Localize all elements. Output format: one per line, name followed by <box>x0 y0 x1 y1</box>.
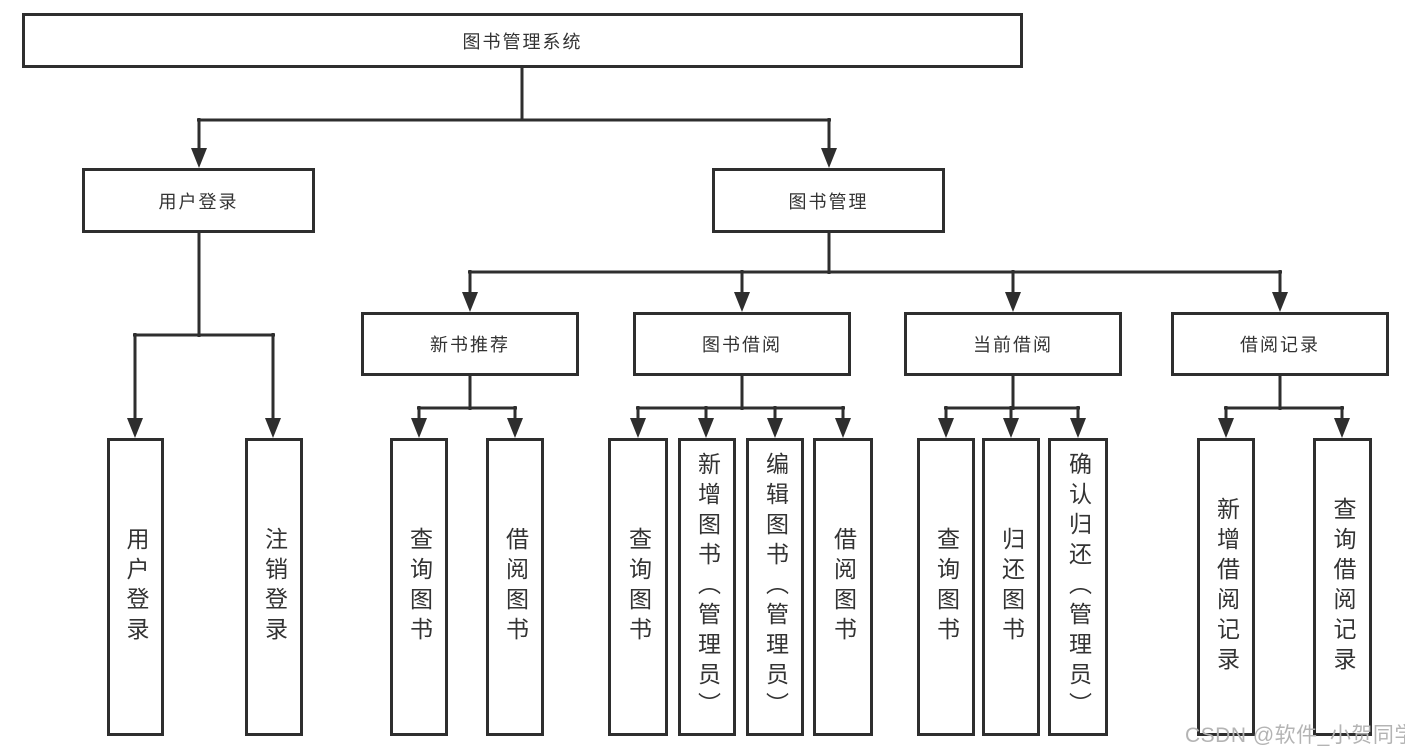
csdn-watermark: CSDN @软件_小贺同学 <box>1185 724 1405 747</box>
node-label: 图书借阅 <box>702 335 782 355</box>
node-label: 查询图书 <box>933 527 960 647</box>
leaf-confirm-return-admin: 确认归还（管理员） <box>1048 438 1108 736</box>
node-label: 借阅记录 <box>1240 335 1320 355</box>
node-label: 新增借阅记录 <box>1213 497 1240 677</box>
leaf-query-books-2: 查询图书 <box>608 438 668 736</box>
node-label: 查询借阅记录 <box>1330 497 1356 677</box>
node-book-management: 图书管理 <box>712 168 945 233</box>
leaf-logout: 注销登录 <box>245 438 303 736</box>
leaf-edit-books-admin: 编辑图书（管理员） <box>746 438 804 736</box>
node-root: 图书管理系统 <box>22 13 1023 68</box>
leaf-add-books-admin: 新增图书（管理员） <box>678 438 736 736</box>
leaf-borrow-books-2: 借阅图书 <box>813 438 873 736</box>
leaf-return-books: 归还图书 <box>982 438 1040 736</box>
node-label: 查询图书 <box>406 527 433 647</box>
node-borrow-records: 借阅记录 <box>1171 312 1389 376</box>
node-user-login: 用户登录 <box>82 168 315 233</box>
leaf-user-login: 用户登录 <box>107 438 164 736</box>
leaf-query-books-3: 查询图书 <box>917 438 975 736</box>
node-label: 图书管理 <box>788 191 869 212</box>
node-label: 查询图书 <box>625 527 652 647</box>
node-label: 注销登录 <box>261 527 288 647</box>
node-label: 确认归还（管理员） <box>1065 452 1092 722</box>
leaf-add-borrow-record: 新增借阅记录 <box>1197 438 1255 736</box>
node-label: 图书管理系统 <box>462 31 583 52</box>
node-label: 当前借阅 <box>973 335 1053 355</box>
node-book-borrow: 图书借阅 <box>633 312 851 376</box>
node-label: 用户登录 <box>158 191 239 212</box>
leaf-query-books-1: 查询图书 <box>390 438 448 736</box>
node-label: 编辑图书（管理员） <box>762 452 789 722</box>
node-label: 新书推荐 <box>430 335 510 355</box>
node-current-borrow: 当前借阅 <box>904 312 1122 376</box>
node-label: 借阅图书 <box>502 527 529 647</box>
leaf-borrow-books-1: 借阅图书 <box>486 438 544 736</box>
node-label: 借阅图书 <box>830 527 857 647</box>
node-label: 用户登录 <box>123 527 149 647</box>
node-label: 归还图书 <box>998 527 1025 647</box>
node-new-book-recommend: 新书推荐 <box>361 312 579 376</box>
leaf-query-borrow-record: 查询借阅记录 <box>1313 438 1372 736</box>
node-label: 新增图书（管理员） <box>694 452 721 722</box>
